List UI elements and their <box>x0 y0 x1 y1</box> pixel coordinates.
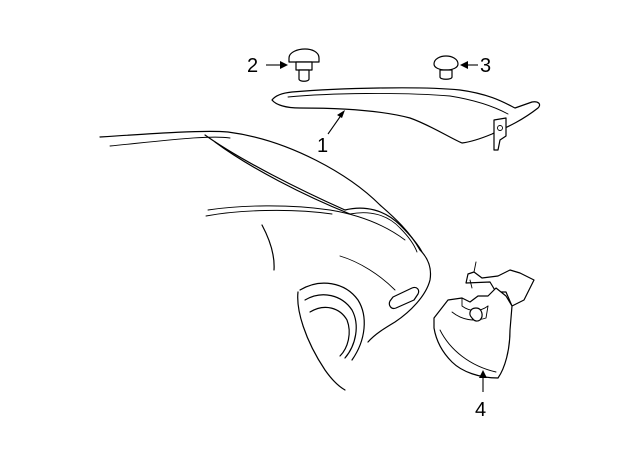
callout-label-3: 3 <box>480 55 491 77</box>
callout-4: 4 <box>475 370 487 421</box>
callout-label-4: 4 <box>475 399 486 421</box>
vehicle-body-outline <box>99 130 432 391</box>
clip-part-2 <box>288 48 320 82</box>
callout-label-1: 1 <box>317 135 328 157</box>
mud-flap-part <box>433 261 535 379</box>
clip-part-3 <box>433 55 459 80</box>
callout-3: 3 <box>460 55 491 77</box>
spoiler-part <box>271 87 541 151</box>
callout-2: 2 <box>247 55 288 77</box>
callout-label-2: 2 <box>247 55 258 77</box>
callout-1: 1 <box>317 110 345 157</box>
